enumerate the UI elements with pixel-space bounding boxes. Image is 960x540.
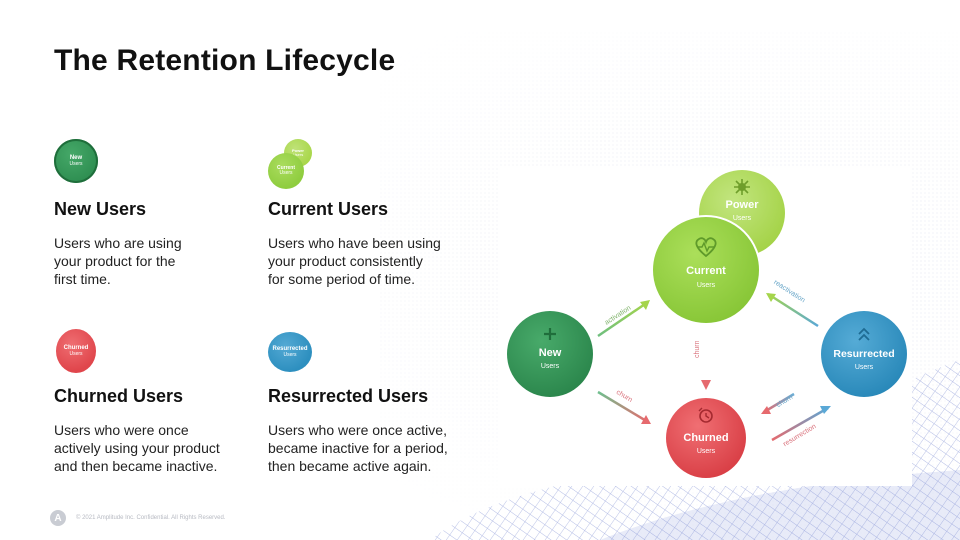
new-users-heading: New Users xyxy=(54,199,147,219)
current-users-description: Users who have been using your product c… xyxy=(268,235,441,287)
current-users-icon: Power Users Current Users xyxy=(268,139,488,191)
current-users-heading: Current Users xyxy=(268,199,389,219)
edge-churn-resurrected: churn xyxy=(761,392,795,414)
clock-icon xyxy=(698,407,713,423)
edge-churn-resurrected-label: churn xyxy=(775,394,794,409)
heart-pulse-icon xyxy=(695,237,717,258)
node-new-label: New xyxy=(539,347,562,359)
new-users-icon-sublabel: Users xyxy=(69,160,83,167)
plus-icon xyxy=(544,328,556,340)
new-users-description: Users who are using your product for the… xyxy=(54,235,182,287)
node-churned-label: Churned xyxy=(683,432,728,444)
legend-item-churned-users: Churned Users Churned Users Users who we… xyxy=(54,326,254,475)
node-power-label: Power xyxy=(725,199,759,211)
node-resurrected-sublabel: Users xyxy=(855,364,874,371)
footer: A © 2021 Amplitude Inc. Confidential. Al… xyxy=(50,510,226,526)
node-new-sublabel: Users xyxy=(541,363,560,370)
churned-users-description: Users who were once actively using your … xyxy=(54,422,220,474)
edge-churn-current: churn xyxy=(694,332,711,390)
node-power-sublabel: Users xyxy=(733,215,752,222)
node-current-label: Current xyxy=(686,265,726,277)
node-churned-sublabel: Users xyxy=(697,448,716,455)
node-current-users: Current Users xyxy=(651,215,761,325)
node-new-users: New Users xyxy=(507,311,593,397)
resurrected-users-icon: Resurrected Users xyxy=(268,326,488,378)
double-chevron-up-icon xyxy=(858,327,870,341)
resurrected-users-heading: Resurrected Users xyxy=(268,386,429,406)
churned-users-heading: Churned Users xyxy=(54,386,184,406)
edge-churn-new: churn xyxy=(597,389,651,424)
footer-copyright: © 2021 Amplitude Inc. Confidential. All … xyxy=(76,515,226,521)
edge-resurrection-label: resurrection xyxy=(782,423,817,448)
node-resurrected-label: Resurrected xyxy=(833,348,894,360)
legend-item-current-users: Power Users Current Users Current Users … xyxy=(268,139,488,288)
edge-resurrection: resurrection xyxy=(771,406,831,448)
lifecycle-diagram: activation reactivation churn churn chur… xyxy=(507,170,907,478)
churned-users-icon: Churned Users xyxy=(54,326,254,378)
edge-churn-new-label: churn xyxy=(615,389,634,404)
resurrected-users-description: Users who were once active, became inact… xyxy=(268,422,448,474)
node-resurrected-users: Resurrected Users xyxy=(821,311,907,397)
amplitude-logo-icon: A xyxy=(50,510,66,526)
new-users-icon-label: New xyxy=(69,154,83,161)
edge-reactivation: reactivation xyxy=(766,279,819,328)
edge-churn-current-label: churn xyxy=(694,340,701,358)
edge-activation: activation xyxy=(597,300,650,338)
page-title: The Retention Lifecycle xyxy=(54,44,396,77)
legend-item-resurrected-users: Resurrected Users Resurrected Users User… xyxy=(268,326,488,475)
sun-icon xyxy=(734,179,750,195)
node-churned-users: Churned Users xyxy=(666,398,746,478)
node-current-sublabel: Users xyxy=(697,282,716,289)
new-users-icon: New Users xyxy=(54,139,254,191)
legend-item-new-users: New Users New Users Users who are using … xyxy=(54,139,254,288)
